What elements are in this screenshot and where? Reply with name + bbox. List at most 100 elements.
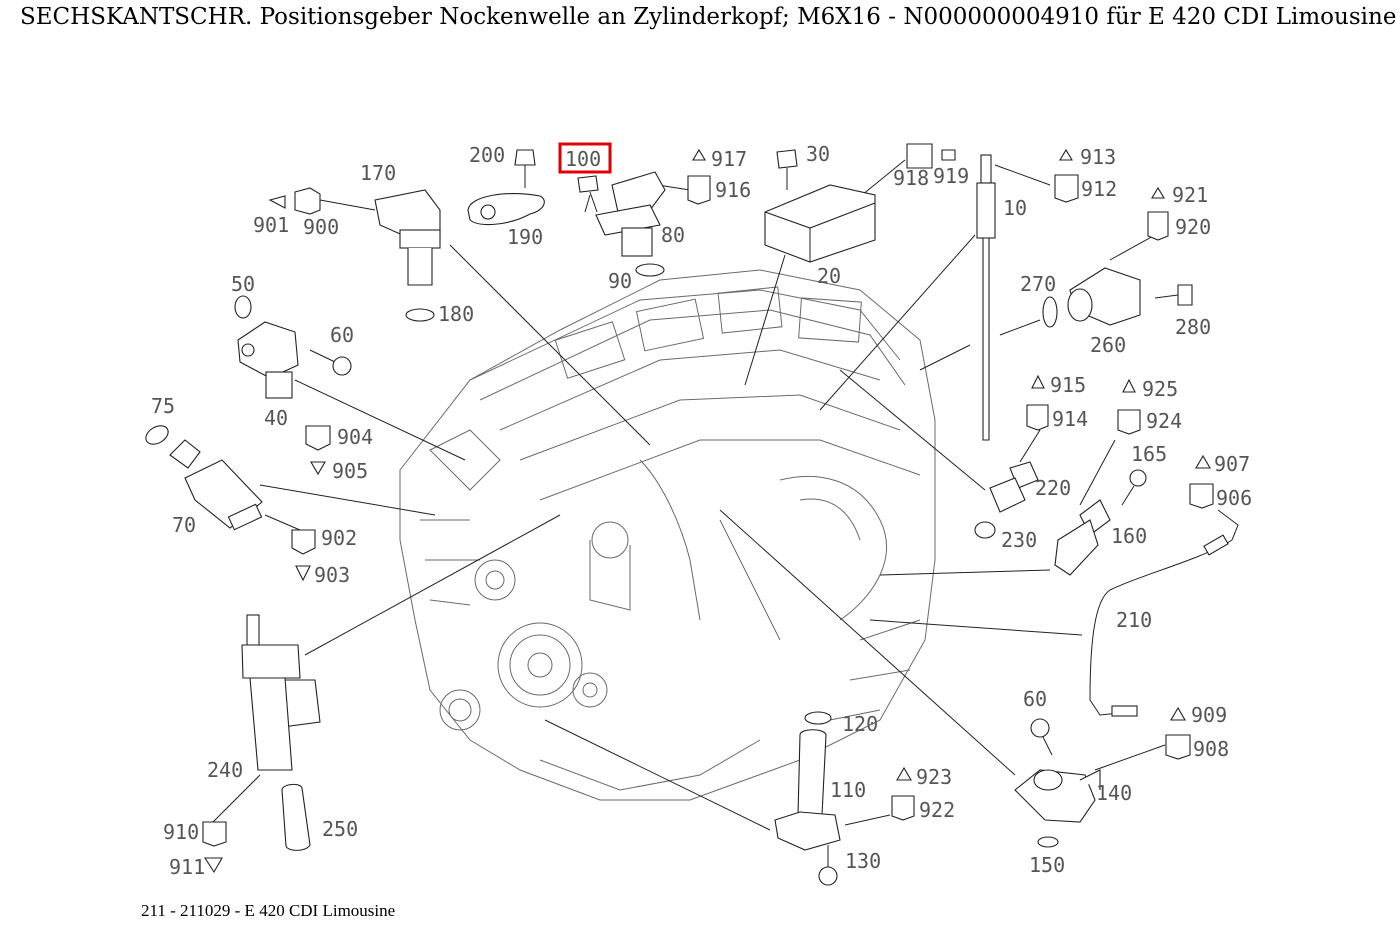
part-label-910[interactable]: 910 [163, 820, 199, 844]
part-110-sensor [774, 729, 841, 851]
part-label-280[interactable]: 280 [1175, 315, 1211, 339]
leader-lines [209, 159, 1166, 831]
parts-diagram: 100 200 170 901 900 190 180 80 90 917 91… [145, 142, 1252, 886]
part-label-921[interactable]: 921 [1172, 183, 1208, 207]
part-label-190[interactable]: 190 [507, 225, 543, 249]
part-label-120[interactable]: 120 [842, 712, 878, 736]
part-label-920[interactable]: 920 [1175, 215, 1211, 239]
part-918-919-connector [906, 143, 956, 169]
part-label-909[interactable]: 909 [1191, 703, 1227, 727]
part-label-918[interactable]: 918 [893, 166, 929, 190]
part-label-922[interactable]: 922 [919, 798, 955, 822]
part-140-sensor [1014, 769, 1101, 823]
part-10-glow-plug [976, 154, 996, 441]
part-250-hose [281, 783, 311, 851]
part-130-bolt [818, 845, 838, 886]
part-904-905-connector [305, 425, 331, 476]
part-label-240[interactable]: 240 [207, 758, 243, 782]
part-label-923[interactable]: 923 [916, 765, 952, 789]
part-20-control-unit [764, 184, 876, 263]
part-90-oring [635, 263, 665, 277]
part-label-916[interactable]: 916 [715, 178, 751, 202]
part-915-914-connector [1026, 374, 1049, 431]
part-label-905[interactable]: 905 [332, 459, 368, 483]
part-label-908[interactable]: 908 [1193, 737, 1229, 761]
part-label-100[interactable]: 100 [565, 147, 601, 171]
part-922-923-connector [891, 766, 915, 821]
part-label-906[interactable]: 906 [1216, 486, 1252, 510]
part-260-sensor [1067, 267, 1141, 326]
part-912-913-connector [1054, 148, 1079, 203]
part-label-270[interactable]: 270 [1020, 272, 1056, 296]
part-150-oring [1037, 836, 1059, 848]
part-label-919[interactable]: 919 [933, 164, 969, 188]
part-label-200[interactable]: 200 [469, 143, 505, 167]
part-label-80[interactable]: 80 [661, 223, 685, 247]
part-920-921-connector [1147, 186, 1169, 241]
diagram-caption: 211 - 211029 - E 420 CDI Limousine [141, 901, 396, 920]
part-label-900[interactable]: 900 [303, 215, 339, 239]
part-label-180[interactable]: 180 [438, 302, 474, 326]
part-label-914[interactable]: 914 [1052, 407, 1088, 431]
part-160-sensor [1054, 499, 1111, 576]
part-label-260[interactable]: 260 [1090, 333, 1126, 357]
part-165-bolt [1121, 469, 1147, 506]
part-925-924-connector [1117, 378, 1141, 435]
part-label-250[interactable]: 250 [322, 817, 358, 841]
part-270-oring [1042, 296, 1058, 328]
part-75-oring [145, 425, 169, 445]
part-label-110[interactable]: 110 [830, 778, 866, 802]
part-label-50[interactable]: 50 [231, 272, 255, 296]
part-label-901[interactable]: 901 [253, 213, 289, 237]
part-230-washer [974, 521, 996, 539]
part-label-10[interactable]: 10 [1003, 196, 1027, 220]
part-180-oring [405, 308, 435, 322]
part-label-20[interactable]: 20 [817, 264, 841, 288]
part-label-140[interactable]: 140 [1096, 781, 1132, 805]
part-100-bolt [577, 175, 599, 213]
part-916-917-connector [687, 148, 711, 205]
part-label-220[interactable]: 220 [1035, 476, 1071, 500]
part-240-valve [241, 614, 321, 771]
part-label-912[interactable]: 912 [1081, 177, 1117, 201]
part-900-901-connector [268, 187, 321, 215]
highlight-box [558, 142, 612, 174]
part-label-30[interactable]: 30 [806, 142, 830, 166]
part-label-903[interactable]: 903 [314, 563, 350, 587]
part-190-plate [467, 192, 545, 225]
part-910-911-connector [202, 821, 227, 874]
part-label-70[interactable]: 70 [172, 513, 196, 537]
part-200-bolt [514, 149, 536, 188]
part-label-904[interactable]: 904 [337, 425, 373, 449]
part-120-oring [804, 711, 832, 725]
part-30-bolt [776, 149, 798, 190]
part-label-160[interactable]: 160 [1111, 524, 1147, 548]
part-280-bolt [1154, 284, 1193, 306]
part-label-130[interactable]: 130 [845, 849, 881, 873]
part-label-150[interactable]: 150 [1029, 853, 1065, 877]
part-label-230[interactable]: 230 [1001, 528, 1037, 552]
part-label-913[interactable]: 913 [1080, 145, 1116, 169]
part-label-60-upper[interactable]: 60 [330, 323, 354, 347]
part-60-bolt-lower [1030, 718, 1053, 756]
part-label-924[interactable]: 924 [1146, 409, 1182, 433]
part-210-temperature-sensor [1089, 509, 1239, 717]
part-label-907[interactable]: 907 [1214, 452, 1250, 476]
part-label-90[interactable]: 90 [608, 269, 632, 293]
page-title: SECHSKANTSCHR. Positionsgeber Nockenwell… [20, 4, 1396, 30]
part-40-sensor [237, 321, 299, 399]
part-label-917[interactable]: 917 [711, 147, 747, 171]
part-label-75[interactable]: 75 [151, 394, 175, 418]
part-70-valve [169, 439, 263, 531]
part-label-915[interactable]: 915 [1050, 373, 1086, 397]
part-label-165[interactable]: 165 [1131, 442, 1167, 466]
part-908-909-connector [1165, 706, 1191, 760]
part-label-170[interactable]: 170 [360, 161, 396, 185]
part-label-210[interactable]: 210 [1116, 608, 1152, 632]
part-label-902[interactable]: 902 [321, 526, 357, 550]
part-label-60-lower[interactable]: 60 [1023, 687, 1047, 711]
part-label-40[interactable]: 40 [264, 406, 288, 430]
part-80-camshaft-sensor [595, 171, 666, 257]
part-label-925[interactable]: 925 [1142, 377, 1178, 401]
part-label-911[interactable]: 911 [169, 855, 205, 879]
